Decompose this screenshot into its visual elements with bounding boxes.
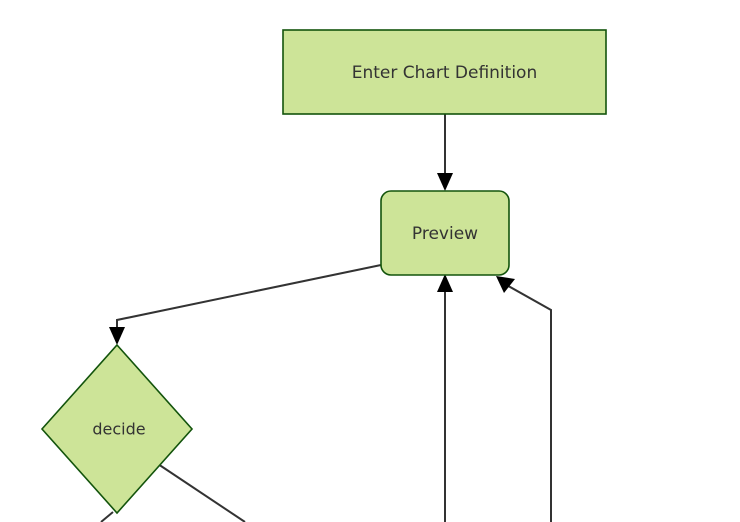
edge-preview-to-decide-arrowhead bbox=[109, 327, 125, 345]
edge-enter-to-preview-arrowhead bbox=[437, 173, 453, 191]
node-enter-chart-definition-label: Enter Chart Definition bbox=[352, 63, 537, 83]
edge-bottom-right-to-preview-arrowhead bbox=[496, 276, 515, 293]
edge-bottom-right-to-preview bbox=[496, 276, 552, 522]
node-decide-label: decide bbox=[92, 420, 145, 439]
node-decide-shape[interactable] bbox=[40, 343, 194, 515]
edge-decide-right-branch-line bbox=[157, 463, 246, 522]
node-preview-shape[interactable] bbox=[380, 190, 510, 276]
node-enter-chart-definition[interactable]: Enter Chart Definition bbox=[282, 29, 607, 115]
node-decide[interactable]: decide bbox=[40, 343, 194, 515]
node-enter-chart-definition-shape[interactable] bbox=[282, 29, 607, 115]
edge-bottom-center-to-preview bbox=[437, 274, 453, 522]
edge-bottom-right-to-preview-line bbox=[502, 282, 552, 522]
edge-preview-to-decide-line bbox=[116, 264, 382, 337]
edge-bottom-center-to-preview-arrowhead bbox=[437, 274, 453, 292]
edge-preview-to-decide bbox=[109, 264, 382, 345]
node-preview[interactable]: Preview bbox=[380, 190, 510, 276]
edge-layer bbox=[100, 114, 552, 522]
node-preview-label: Preview bbox=[412, 224, 478, 244]
edge-decide-bottom-branch-line bbox=[100, 511, 114, 522]
edge-enter-to-preview bbox=[437, 114, 453, 191]
node-layer: Enter Chart Definition Preview decide bbox=[40, 29, 607, 515]
